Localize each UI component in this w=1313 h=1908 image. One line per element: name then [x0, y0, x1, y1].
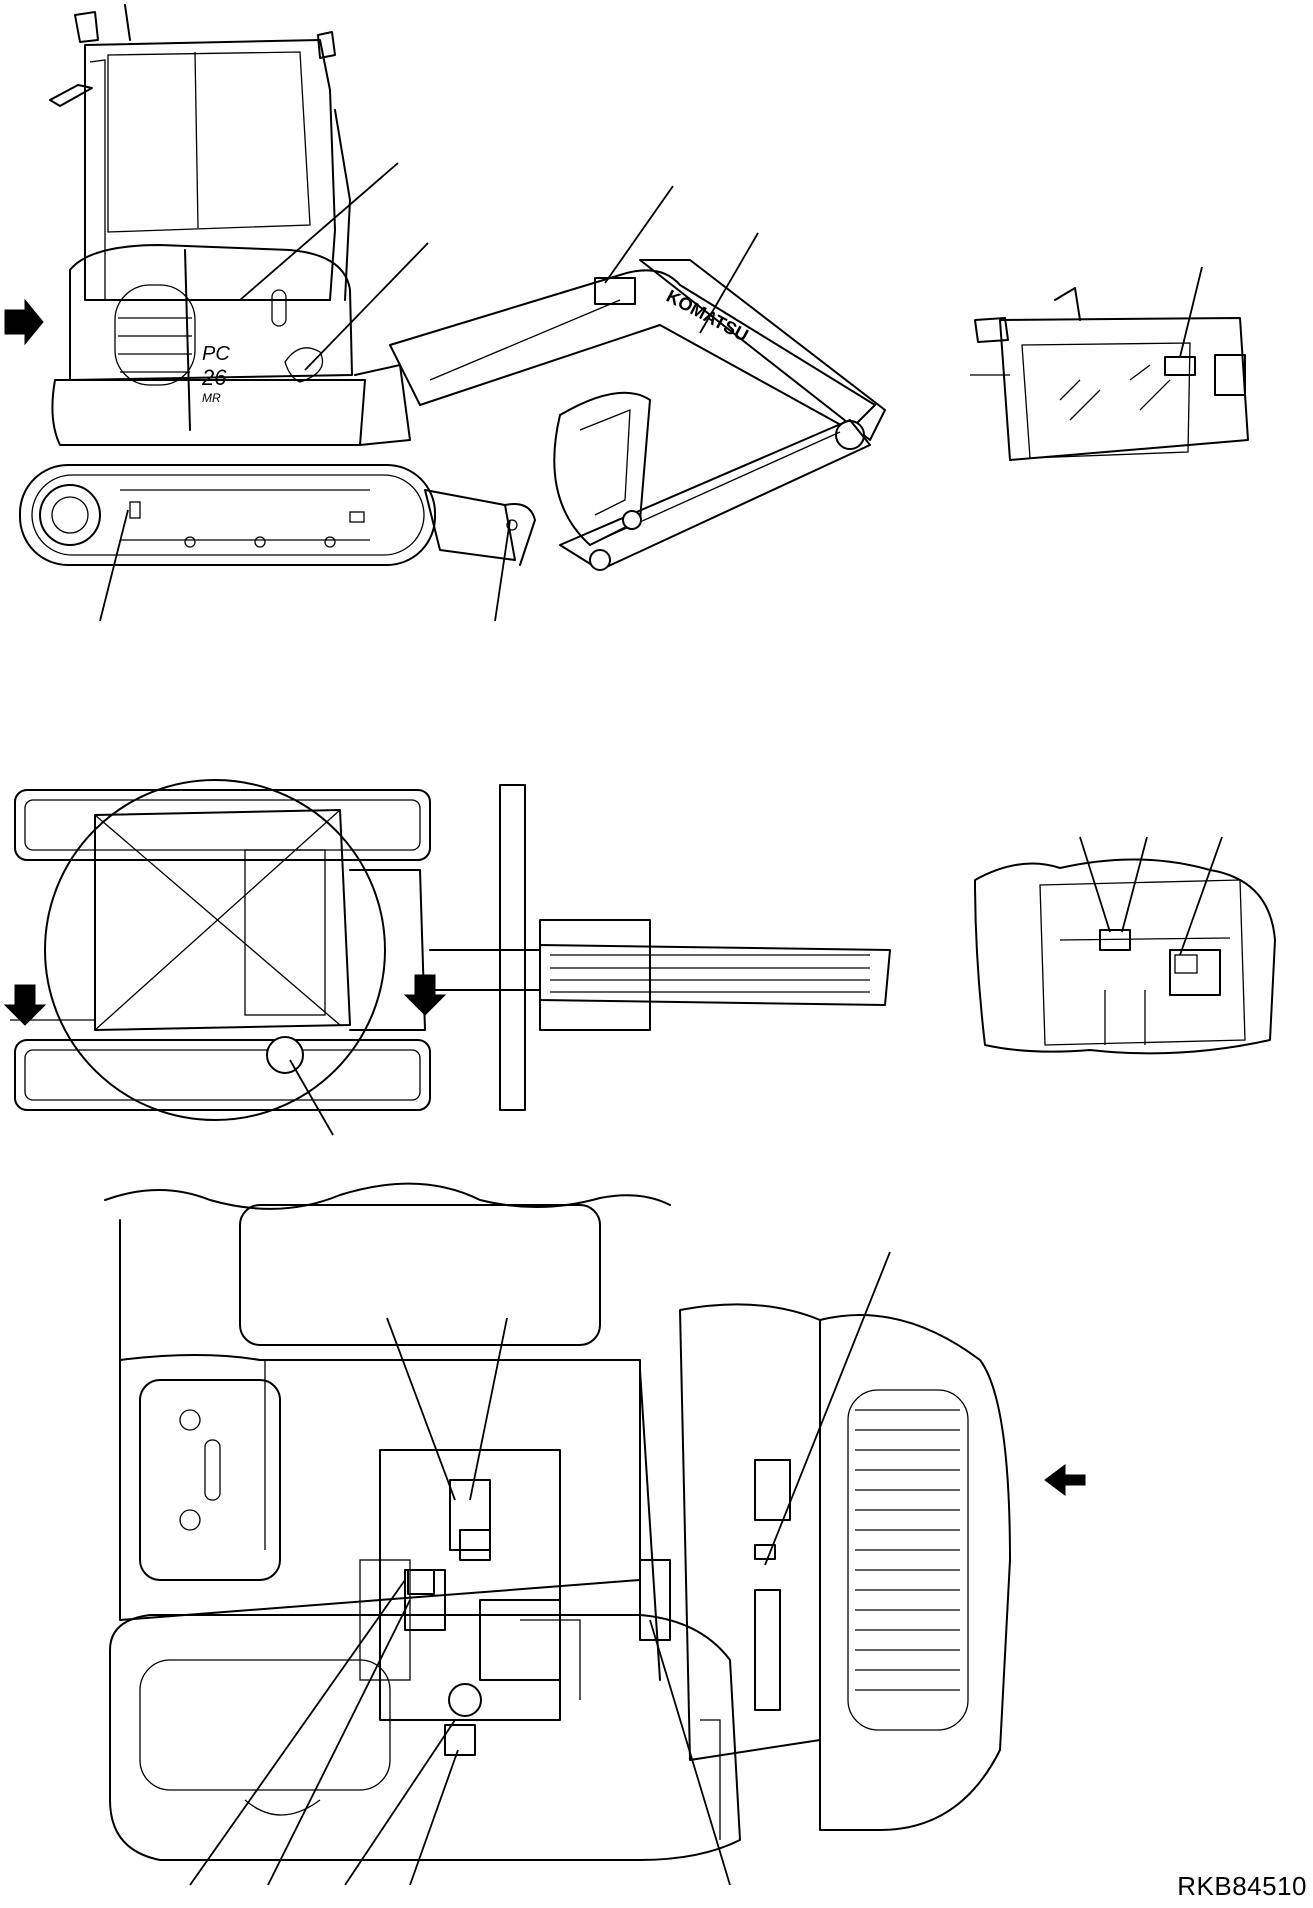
- view-direction-arrow-down-left: [3, 984, 47, 1026]
- engine-compartment-view: [104, 1182, 1086, 1861]
- inset-detail-view: [974, 836, 1276, 1055]
- cab-interior-view: [970, 266, 1249, 461]
- model-badge-number: 26: [201, 365, 227, 390]
- side-view-leaders: [99, 162, 759, 622]
- view-direction-arrow-right: [4, 298, 44, 346]
- drawing-reference-code: RKB84510: [1177, 1871, 1307, 1901]
- model-badge-mr: MR: [202, 391, 221, 405]
- side-view: PC 26 MR KOMATSU: [19, 4, 886, 571]
- view-direction-arrow-down-right: [403, 974, 447, 1016]
- brand-decal: KOMATSU: [663, 286, 752, 346]
- model-badge-pc: PC: [202, 343, 230, 365]
- top-view: [3, 779, 891, 1136]
- engine-compartment-leaders: [189, 1251, 891, 1886]
- view-direction-arrow-left: [1044, 1464, 1086, 1496]
